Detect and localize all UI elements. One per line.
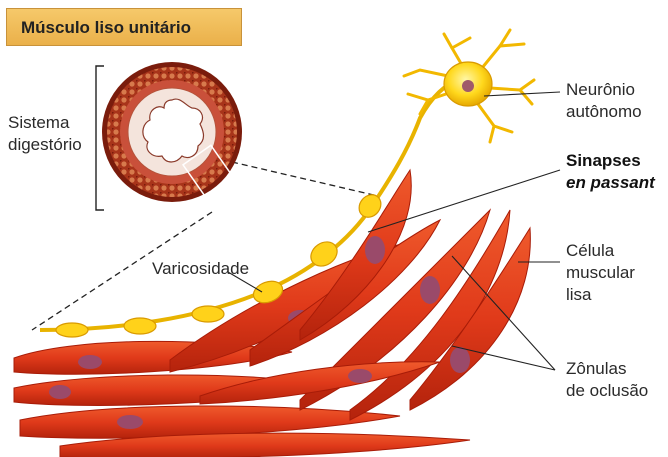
label-sinapses-line2: en passant xyxy=(566,173,655,192)
label-celula-line2: muscular xyxy=(566,263,635,282)
label-zonulas-line2: de oclusão xyxy=(566,381,649,400)
muscle-cell xyxy=(409,226,531,411)
label-celula-muscular-lisa: Célula muscular lisa xyxy=(566,240,635,306)
varicosities xyxy=(55,194,382,338)
label-zonulas-de-oclusao: Zônulas de oclusão xyxy=(566,358,648,402)
digestive-tube-cross-section xyxy=(102,62,245,212)
diagram-title: Músculo liso unitário xyxy=(21,18,192,37)
label-celula-line1: Célula xyxy=(566,241,615,260)
smooth-muscle-cells xyxy=(13,168,531,457)
lumen xyxy=(142,98,205,163)
label-neuronio-autonomo: Neurônio autônomo xyxy=(566,79,642,123)
label-sistema-line2: digestório xyxy=(8,135,82,154)
axon xyxy=(39,78,459,332)
label-zonulas-line1: Zônulas xyxy=(566,359,627,378)
muscle-cell xyxy=(199,361,441,405)
title-box: Músculo liso unitário xyxy=(6,8,242,46)
label-sistema-line1: Sistema xyxy=(8,113,70,132)
neuron-nucleus xyxy=(462,80,474,92)
zoom-box xyxy=(181,144,245,212)
leader-lines xyxy=(227,91,561,371)
muscle-cell xyxy=(19,405,401,439)
muscle-cell xyxy=(299,168,412,341)
label-neuronio-line2: autônomo xyxy=(566,102,642,121)
muscle-cell xyxy=(59,432,471,457)
label-neuronio-line1: Neurônio xyxy=(566,80,635,99)
label-sistema-digestorio: Sistema digestório xyxy=(8,112,82,156)
label-varicosidade: Varicosidade xyxy=(152,259,250,278)
label-sinapses-line1: Sinapses xyxy=(566,151,641,170)
autonomic-neuron xyxy=(39,28,536,338)
label-celula-line3: lisa xyxy=(566,285,592,304)
bracket xyxy=(95,65,104,211)
dashed-guide-lines xyxy=(31,161,379,331)
muscle-cell xyxy=(349,209,511,421)
label-sinapses-en-passant: Sinapses en passant xyxy=(566,150,655,194)
